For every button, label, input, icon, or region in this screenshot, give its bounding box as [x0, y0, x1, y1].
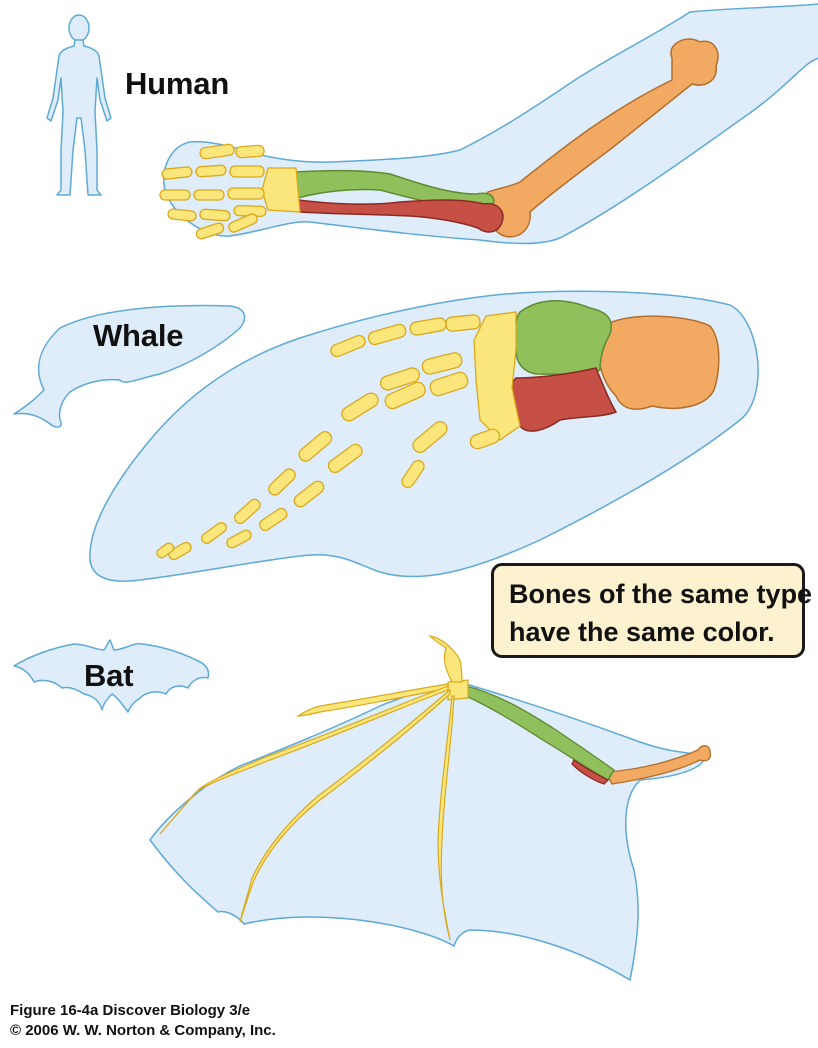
bat-ulna-bone	[571, 759, 610, 785]
whale-flipper	[89, 290, 759, 582]
figure-caption: Figure 16-4a Discover Biology 3/e © 2006…	[10, 1001, 276, 1041]
label-whale: Whale	[93, 318, 184, 353]
bat-radius-bone	[465, 685, 615, 781]
human-silhouette	[46, 14, 112, 196]
whale-radius-bone	[514, 300, 612, 376]
bat-hand-bones	[159, 635, 469, 941]
human-radius-bone	[295, 169, 495, 209]
bat-wing-membrane	[149, 682, 705, 982]
label-human: Human	[125, 66, 230, 101]
label-bat: Bat	[84, 658, 134, 693]
bat-silhouette	[13, 639, 210, 713]
whale-hand-bones	[156, 311, 521, 561]
human-ulna-bone	[297, 199, 504, 233]
human-hand-bones	[159, 143, 301, 240]
bat-humerus-bone	[604, 745, 712, 785]
note-line-1: Bones of the same type	[509, 579, 813, 609]
whale-humerus-bone	[598, 315, 720, 410]
bat-wing	[149, 635, 712, 982]
caption-line-2: © 2006 W. W. Norton & Company, Inc.	[10, 1022, 276, 1039]
whale-silhouette	[13, 304, 246, 428]
human-arm	[159, 3, 818, 245]
caption-line-1: Figure 16-4a Discover Biology 3/e	[10, 1002, 251, 1019]
color-key-note: Bones of the same type have the same col…	[491, 563, 813, 658]
human-humerus-bone	[483, 38, 719, 238]
note-line-2: have the same color.	[509, 617, 775, 647]
